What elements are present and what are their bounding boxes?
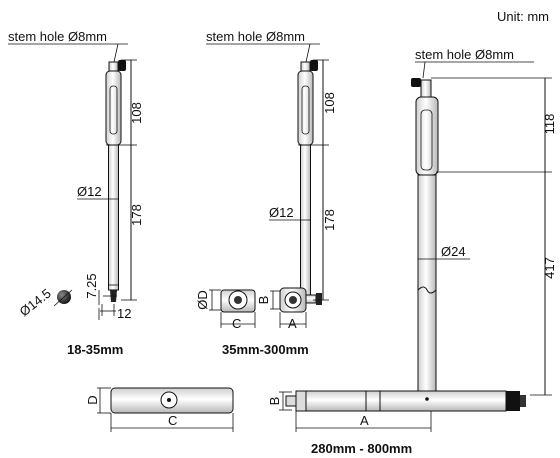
bar-dim-d: D	[85, 395, 100, 404]
large-knob	[411, 78, 421, 87]
unit-label: Unit: mm	[497, 9, 549, 24]
medium-knob-cap	[310, 60, 318, 71]
small-knob-cap	[118, 60, 126, 71]
small-tip-length: 7.25	[84, 273, 99, 298]
large-knob-stem	[420, 79, 432, 98]
small-tip-width: 12	[117, 306, 131, 321]
medium-dim-b: B	[256, 296, 271, 305]
small-ball-diameter: Ø14.5	[17, 286, 54, 320]
large-lower-length: 417	[542, 257, 557, 279]
medium-range-label: 35mm-300mm	[222, 342, 309, 357]
bar-dim-c: C	[168, 413, 177, 428]
small-rod-diameter: Ø12	[77, 184, 102, 199]
large-range-label: 280mm - 800mm	[311, 441, 412, 456]
small-stem-hole-label: stem hole Ø8mm	[8, 29, 107, 44]
large-base-bar	[295, 390, 507, 412]
medium-side-d: ØD	[195, 290, 210, 310]
large-stem-hole-label: stem hole Ø8mm	[415, 47, 514, 62]
large-gauge: stem hole Ø8mm 118 417 Ø24 A	[267, 47, 557, 456]
large-rod	[417, 174, 437, 394]
medium-gauge: stem hole Ø8mm 108 178 Ø12 A B	[195, 29, 337, 357]
medium-knob	[300, 61, 311, 72]
medium-rod-diameter: Ø12	[269, 205, 294, 220]
small-upper-length: 108	[129, 102, 144, 124]
large-dim-b: B	[267, 397, 282, 406]
medium-stem-hole-label: stem hole Ø8mm	[206, 29, 305, 44]
medium-side-c: C	[232, 316, 241, 331]
small-gauge: stem hole Ø8mm 108 178 Ø12 7.25 12	[8, 29, 144, 357]
large-upper-length: 118	[542, 114, 557, 135]
medium-lower-length: 178	[322, 209, 337, 231]
medium-dim-a: A	[288, 316, 297, 331]
large-handle	[415, 96, 439, 176]
small-range-label: 18-35mm	[67, 342, 123, 357]
medium-upper-length: 108	[322, 92, 337, 114]
large-end-knob	[506, 391, 520, 411]
large-dim-a: A	[360, 413, 369, 428]
small-knob	[108, 61, 119, 72]
small-lower-length: 178	[129, 204, 144, 226]
large-rod-diameter: Ø24	[441, 244, 466, 259]
small-rod	[108, 144, 119, 291]
bar-accessory: D C	[85, 387, 234, 432]
